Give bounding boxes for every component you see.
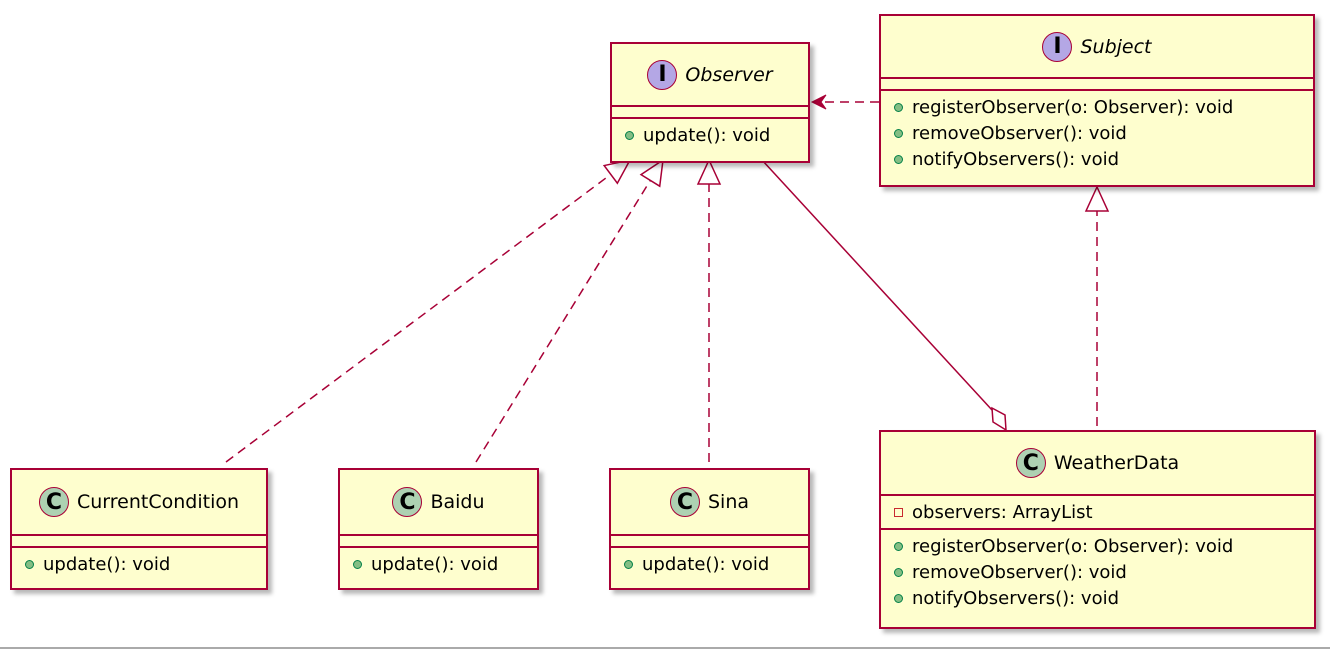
private-visibility-icon: [894, 507, 903, 517]
class-badge-icon: C: [392, 487, 423, 517]
class-badge-icon: C: [38, 487, 69, 517]
fields-section: [12, 536, 266, 548]
methods-section: update(): void: [12, 548, 266, 580]
currentcondition-class[interactable]: C CurrentCondition update(): void: [10, 468, 268, 590]
field-row: observers: ArrayList: [881, 499, 1314, 525]
class-name: Subject: [1080, 35, 1152, 58]
method-text: registerObserver(o: Observer): void: [912, 535, 1234, 557]
sina-class[interactable]: C Sina update(): void: [609, 468, 810, 590]
public-visibility-icon: [25, 559, 34, 569]
method-row: notifyObservers(): void: [881, 146, 1313, 172]
method-text: notifyObservers(): void: [912, 148, 1120, 170]
public-visibility-icon: [624, 559, 633, 569]
public-visibility-icon: [894, 128, 903, 138]
class-name: Baidu: [430, 491, 485, 513]
realization-sina-arrowhead: [696, 158, 722, 185]
methods-section: registerObserver(o: Observer): void remov…: [881, 91, 1313, 175]
methods-section: update(): void: [340, 548, 537, 580]
method-text: update(): void: [371, 553, 499, 575]
public-visibility-icon: [625, 130, 634, 140]
method-text: update(): void: [642, 553, 770, 575]
public-visibility-icon: [894, 541, 903, 551]
method-row: notifyObservers(): void: [881, 585, 1314, 611]
fields-section: observers: ArrayList: [881, 496, 1314, 530]
aggregation-diamond: [991, 406, 1007, 432]
class-name: Sina: [707, 491, 750, 513]
fields-section: [612, 107, 808, 119]
field-text: observers: ArrayList: [912, 501, 1093, 523]
fields-section: [340, 536, 537, 548]
interface-badge-icon: I: [1042, 31, 1073, 62]
methods-section: update(): void: [611, 548, 808, 580]
method-text: removeObserver(): void: [912, 561, 1127, 583]
class-name: CurrentCondition: [76, 491, 240, 513]
class-badge-icon: C: [1015, 448, 1046, 478]
class-name: WeatherData: [1053, 452, 1180, 474]
fields-section: [611, 536, 808, 548]
interface-badge-icon: I: [647, 59, 678, 90]
method-row: removeObserver(): void: [881, 559, 1314, 585]
method-row: update(): void: [612, 122, 808, 148]
baidu-class[interactable]: C Baidu update(): void: [338, 468, 539, 590]
public-visibility-icon: [894, 154, 903, 164]
public-visibility-icon: [894, 593, 903, 603]
public-visibility-icon: [353, 559, 362, 569]
methods-section: registerObserver(o: Observer): void remov…: [881, 530, 1314, 614]
method-row: removeObserver(): void: [881, 120, 1313, 146]
method-text: update(): void: [643, 124, 771, 146]
dependency-arrowhead: [810, 94, 827, 110]
method-row: update(): void: [12, 551, 266, 577]
method-row: registerObserver(o: Observer): void: [881, 533, 1314, 559]
class-name: Observer: [685, 63, 773, 86]
subject-interface[interactable]: I Subject registerObserver(o: Observer):…: [879, 14, 1315, 187]
aggregation-line: [761, 159, 993, 411]
realization-currentcondition-line: [225, 173, 612, 463]
method-text: removeObserver(): void: [912, 122, 1127, 144]
method-text: notifyObservers(): void: [912, 587, 1120, 609]
realization-baidu-arrowhead: [639, 158, 664, 188]
public-visibility-icon: [894, 102, 903, 112]
weatherdata-class[interactable]: C WeatherData observers: ArrayList regis…: [879, 430, 1316, 629]
method-row: update(): void: [611, 551, 808, 577]
class-badge-icon: C: [669, 487, 700, 517]
method-row: registerObserver(o: Observer): void: [881, 94, 1313, 120]
public-visibility-icon: [894, 567, 903, 577]
observer-interface[interactable]: I Observer update(): void: [610, 42, 810, 163]
fields-section: [881, 79, 1313, 91]
methods-section: update(): void: [612, 119, 808, 151]
method-text: update(): void: [43, 553, 171, 575]
method-row: update(): void: [340, 551, 537, 577]
realization-weatherdata-arrowhead: [1084, 185, 1110, 212]
realization-baidu-line: [475, 180, 652, 463]
realization-currentcondition-arrowhead: [602, 158, 632, 185]
method-text: registerObserver(o: Observer): void: [912, 96, 1234, 118]
